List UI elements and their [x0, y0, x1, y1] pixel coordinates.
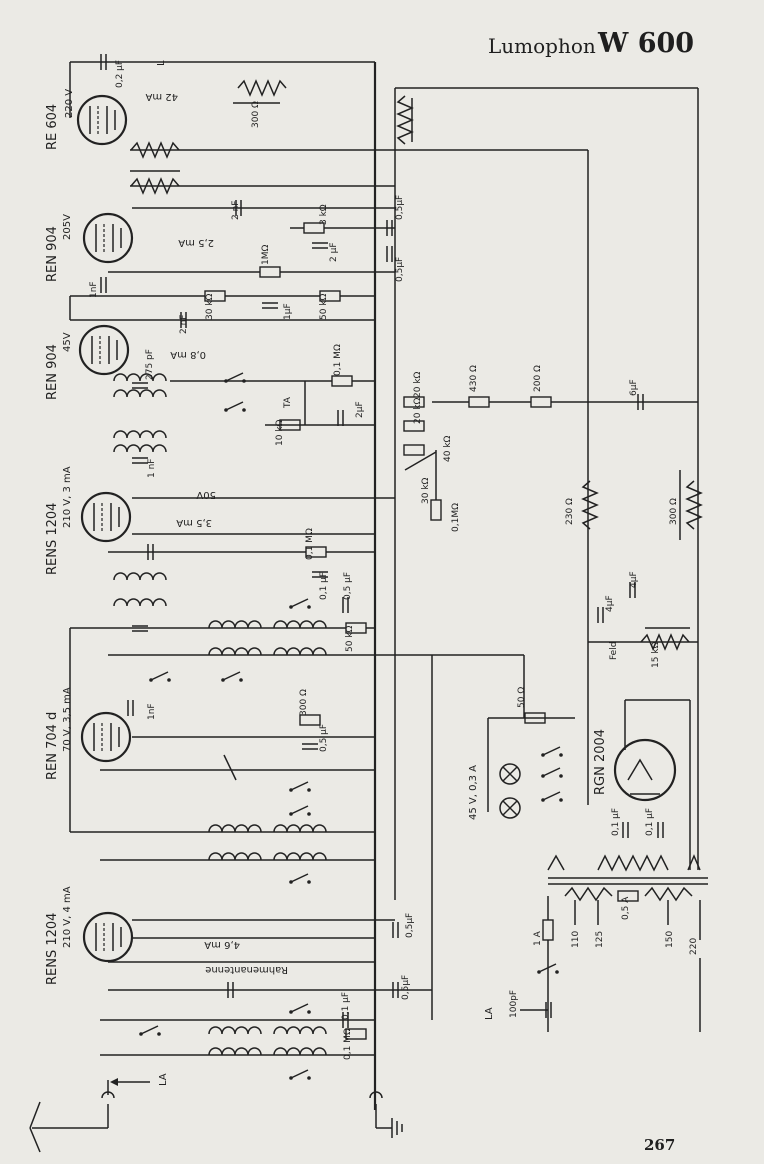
label-c2uf-b: 2µF — [355, 401, 365, 418]
label-r300b: 300 Ω — [669, 498, 679, 525]
label-r1m-a: 1MΩ — [261, 245, 271, 265]
label-c01-d: 0,1 µF — [341, 992, 351, 1020]
label-c2nf-b: 2 nF — [179, 315, 189, 334]
label-c100p: 100pF — [509, 990, 519, 1018]
tube-voltage-ren904-a: 205V — [62, 214, 73, 240]
label-r430: 430 Ω — [469, 365, 479, 392]
label-r15k: 15 kΩ — [651, 641, 661, 668]
tube-screen-rens1204-a: 50V — [196, 489, 216, 500]
label-r01m-c: 0,1 MΩ — [305, 528, 315, 560]
label-c01-a: 0,1 µF — [319, 572, 329, 600]
label-r200: 200 Ω — [533, 365, 543, 392]
label-r01m-a: 0,1 MΩ — [333, 344, 343, 376]
label-c2uf-a: 2 µF — [329, 243, 339, 263]
label-r40k: 40 kΩ — [443, 435, 453, 462]
label-fuse1: 1 A — [533, 930, 543, 946]
label-c4uf-a: 4µF — [605, 595, 615, 612]
label-c05-f: 0,5µF — [401, 975, 411, 1000]
label-r50: 50 Ω — [517, 687, 527, 708]
label-la-right: LA — [484, 1007, 495, 1020]
label-c05-c: 0,5 µF — [343, 572, 353, 600]
label-c1nf-c: 1nF — [147, 703, 157, 720]
page-number: 267 — [644, 1136, 676, 1154]
label-tap125: 125 — [595, 931, 605, 948]
tube-label-re604: RE 604 — [45, 104, 60, 150]
label-c05-d: 0,5 µF — [319, 724, 329, 752]
label-la-left: LA — [158, 1073, 169, 1086]
label-top-l: L — [156, 60, 167, 66]
tube-current-rens1204-b: 4,6 mA — [204, 939, 240, 950]
tube-voltage-rens1204-b: 210 V, 4 mA — [62, 886, 73, 948]
label-r01m-b: 0,1MΩ — [451, 503, 461, 532]
tube-label-rens1204-b: RENS 1204 — [45, 913, 60, 985]
label-c01-b: 0,1 µF — [611, 808, 621, 836]
label-r50k-a: 50 kΩ — [319, 293, 329, 320]
label-feld: Feld — [609, 642, 619, 660]
label-c1nf-a: 1nF — [89, 281, 99, 298]
tube-label-ren904-b: REN 904 — [45, 344, 60, 400]
label-r230: 230 Ω — [565, 498, 575, 525]
model-title: W 600 — [598, 28, 695, 59]
label-tap220: 220 — [689, 938, 699, 955]
label-tap110: 110 — [571, 931, 581, 948]
label-c4uf-b: 4µF — [629, 571, 639, 588]
label-r10k: 10 kΩ — [275, 419, 285, 446]
label-r01m-d: 0,1 MΩ — [343, 1028, 353, 1060]
label-r50k-b: 50 kΩ — [345, 625, 355, 652]
label-r30k-b: 30 kΩ — [421, 477, 431, 504]
tube-current-ren904-a: 2,5 mA — [178, 237, 214, 248]
label-c05-e: 0,5µF — [405, 913, 415, 938]
tube-current-rens1204-a: 3,5 mA — [176, 517, 212, 528]
tube-label-ren904-a: REN 904 — [45, 226, 60, 282]
tube-label-rens1204-a: RENS 1204 — [45, 503, 60, 575]
label-c01-c: 0,1 µF — [645, 808, 655, 836]
label-frame-antenna: Rahmenantenne — [205, 964, 288, 975]
label-r30k: 30 kΩ — [205, 293, 215, 320]
brand-title: Lumophon — [488, 34, 596, 58]
tube-current-ren904-b: 0,8 mA — [170, 349, 206, 360]
label-c1uf: 1µF — [283, 303, 293, 320]
label-lamps: 45 V, 0,3 A — [468, 765, 479, 820]
tube-voltage-ren904-b: 45V — [62, 332, 73, 352]
tube-voltage-rens1204-a: 210 V, 3 mA — [62, 466, 73, 528]
tube-voltage-re604: 220 V — [64, 89, 75, 118]
label-fuse05: 0,5 A — [621, 896, 631, 920]
label-r3k: 3 kΩ — [319, 204, 329, 225]
label-r300c: 300 Ω — [299, 689, 309, 716]
tube-voltage-ren704d: 70 V, 3,5 mA — [62, 687, 73, 752]
label-c275: 275 pF — [145, 349, 155, 380]
label-r20k-b: 20 kΩ — [413, 397, 423, 424]
label-r20k-a: 20 kΩ — [413, 371, 423, 398]
label-c2nf-a: 2 nF — [231, 201, 241, 220]
label-r300: 300 Ω — [251, 101, 261, 128]
label-c05-a: 0,5µF — [395, 195, 405, 220]
label-c1nf-b: 1 nF — [147, 459, 157, 478]
label-ta: TA — [283, 396, 293, 409]
tube-current-re604: 42 mA — [145, 91, 178, 102]
label-tap150: 150 — [665, 931, 675, 948]
tube-label-rgn2004: RGN 2004 — [593, 729, 608, 795]
label-c05-b: 0,5µF — [395, 257, 405, 282]
label-top-cap: 0,2 µF — [115, 60, 125, 88]
label-c6uf: 6µF — [629, 379, 639, 396]
tube-label-ren704d: REN 704 d — [45, 712, 60, 780]
